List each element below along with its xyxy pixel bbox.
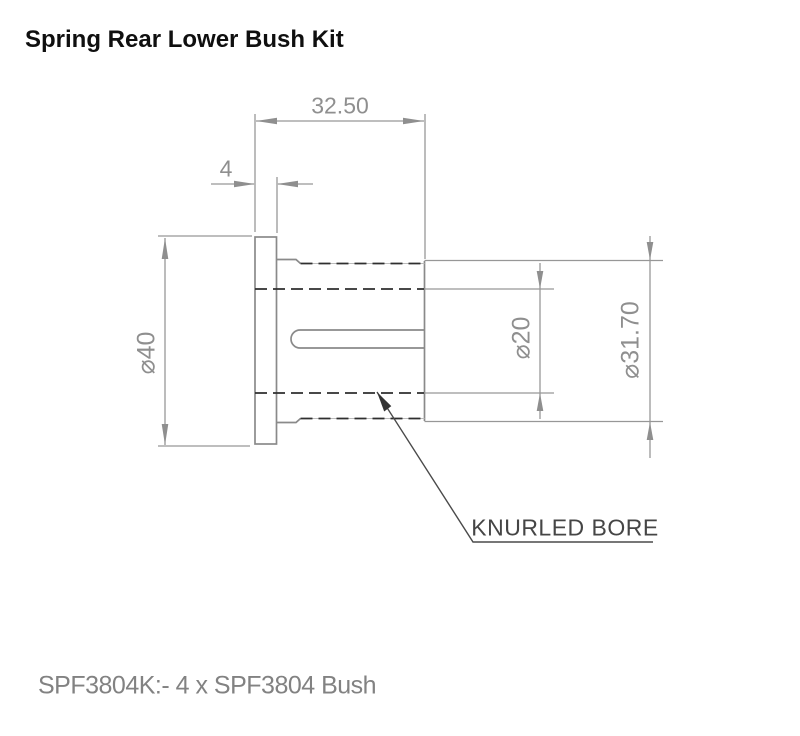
dim-body-diameter [424, 236, 663, 458]
center-slot-outline [290, 329, 425, 349]
page-title: Spring Rear Lower Bush Kit [25, 26, 344, 53]
kit-contents-note: SPF3804K:- 4 x SPF3804 Bush [38, 671, 377, 700]
dim-bore-diameter-label: ⌀20 [507, 316, 536, 360]
dim-flange-width [211, 177, 313, 233]
dim-body-diameter-label: ⌀31.70 [616, 301, 645, 379]
dim-overall-length [254, 114, 426, 259]
knurled-bore-callout-label: KNURLED BORE [471, 514, 659, 541]
dim-flange-diameter-label: ⌀40 [132, 331, 161, 375]
flange-outline [254, 236, 278, 445]
dim-flange-width-label: 4 [219, 155, 233, 182]
dim-bore-diameter [424, 263, 554, 419]
hidden-bore-lines [255, 262, 425, 420]
dim-overall-length-label: 32.50 [311, 92, 369, 119]
body-outline [276, 258, 426, 424]
dim-flange-diameter [158, 235, 252, 447]
knurled-bore-leader [376, 391, 653, 543]
